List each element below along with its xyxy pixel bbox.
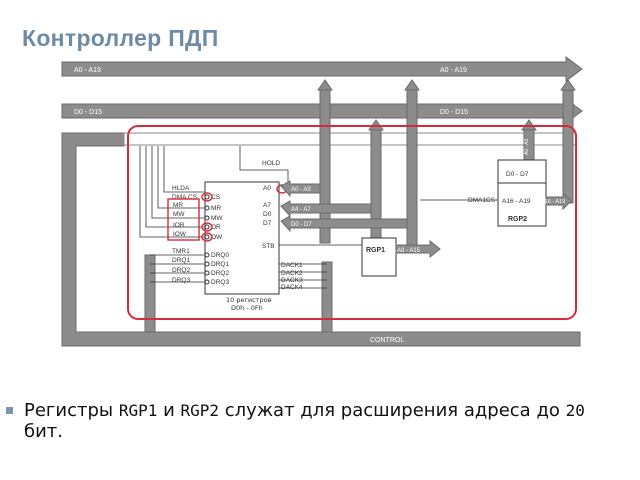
rgp1-label: RGP1 bbox=[366, 247, 385, 254]
pin-or: OR bbox=[211, 224, 221, 231]
dma1cs-label: DMA1CS bbox=[468, 197, 496, 204]
address-bus-label-left: A0 - A19 bbox=[74, 67, 101, 74]
bullet-mid: и bbox=[157, 400, 181, 421]
pin-a0: A0 bbox=[263, 185, 271, 192]
rgp2-address-label: A16 - A19 bbox=[502, 198, 531, 205]
chip-bus-arrows: A0 - A3 A4 - A7 D0 - D7 bbox=[280, 180, 408, 233]
rgp1-output-label: A8 - A15 bbox=[397, 248, 421, 254]
chip-registers-label: 10 регистров bbox=[226, 296, 272, 304]
rgp1-register: RGP1 A8 - A15 bbox=[361, 237, 441, 277]
input-signals: HOLD HLDA DMA CS MR MW IOR IOW TMR1 DRQ1… bbox=[172, 160, 303, 291]
bullet-post2: бит. bbox=[24, 421, 64, 442]
bullet-pre: Регистры bbox=[24, 400, 119, 421]
pin-d0: D0 bbox=[263, 211, 272, 218]
bullet-marker bbox=[6, 407, 13, 414]
drq3-input-label: DRQ3 bbox=[172, 277, 190, 284]
arrow-d0-d7-label: D0 - D7 bbox=[291, 222, 312, 228]
pin-ow: OW bbox=[211, 234, 223, 241]
control-bus-label-bottom: CONTROL bbox=[370, 337, 404, 344]
drq2-input-label: DRQ2 bbox=[172, 267, 190, 274]
bullet-rgp2: RGP2 bbox=[180, 401, 220, 420]
pin-mw: MW bbox=[211, 215, 223, 222]
control-bus-label-top: CONTROL bbox=[132, 138, 166, 145]
pin-mr: MR bbox=[211, 205, 221, 212]
arrow-a4-a7-label: A4 - A7 bbox=[291, 207, 311, 213]
rgp2-register: D0 - D7 A16 - A19 RGP2 DMA1CS A16 - A19 … bbox=[468, 138, 572, 227]
bullet-number: 20 bbox=[565, 401, 585, 420]
bullet-post1: служат для расширения адреса до bbox=[219, 400, 566, 421]
signal-wires bbox=[139, 146, 498, 289]
dack2-label: DACK2 bbox=[281, 270, 303, 277]
dma-cs-label: DMA CS bbox=[172, 194, 198, 201]
rgp2-label: RGP2 bbox=[508, 216, 527, 223]
rgp2-data-label: D0 - D7 bbox=[506, 171, 529, 178]
highlight-frame bbox=[127, 125, 577, 320]
rgp2-input-label: A0 - A3 bbox=[524, 138, 530, 155]
pin-d7: D7 bbox=[263, 220, 272, 227]
data-bus-label-right: D0 - D15 bbox=[440, 109, 468, 116]
dack3-label: DACK3 bbox=[281, 277, 303, 284]
tmr1-label: TMR1 bbox=[172, 248, 190, 255]
pin-drq2: DRQ2 bbox=[211, 270, 229, 277]
pin-cs: CS bbox=[211, 194, 221, 201]
dack1-label: DACK1 bbox=[281, 262, 303, 269]
rgp2-output-label: A16 - A19 bbox=[541, 199, 565, 205]
data-bus-label-left: D0 - D15 bbox=[74, 109, 102, 116]
ior-input-label: IOR bbox=[173, 222, 185, 229]
mw-input-label: MW bbox=[173, 211, 185, 218]
address-bus-label-right: A0 - A19 bbox=[440, 67, 467, 74]
iow-input-label: IOW bbox=[173, 231, 187, 238]
hold-label: HOLD bbox=[262, 160, 280, 167]
pin-a7: A7 bbox=[263, 202, 271, 209]
dma-chip: 10 регистров D0h - 0Fh CS MR MW OR OW DR… bbox=[204, 181, 280, 312]
mr-input-label: MR bbox=[173, 202, 183, 209]
pin-stb: STB bbox=[262, 243, 275, 250]
chip-address-label: D0h - 0Fh bbox=[231, 304, 263, 312]
drq1-input-label: DRQ1 bbox=[172, 257, 190, 264]
pin-drq1: DRQ1 bbox=[211, 261, 229, 268]
dack4-label: DACK4 bbox=[281, 284, 303, 291]
slide-title: Контроллер ПДП bbox=[22, 25, 219, 51]
bullet-text: Регистры RGP1 и RGP2 служат для расширен… bbox=[6, 400, 624, 442]
pin-drq3: DRQ3 bbox=[211, 279, 229, 286]
arrow-a0-a3-label: A0 - A3 bbox=[291, 187, 311, 193]
pin-drq0: DRQ0 bbox=[211, 252, 229, 259]
hlda-label: HLDA bbox=[172, 185, 190, 192]
address-bus: A0 - A19 A0 - A19 bbox=[61, 56, 583, 82]
bullet-rgp1: RGP1 bbox=[118, 401, 158, 420]
